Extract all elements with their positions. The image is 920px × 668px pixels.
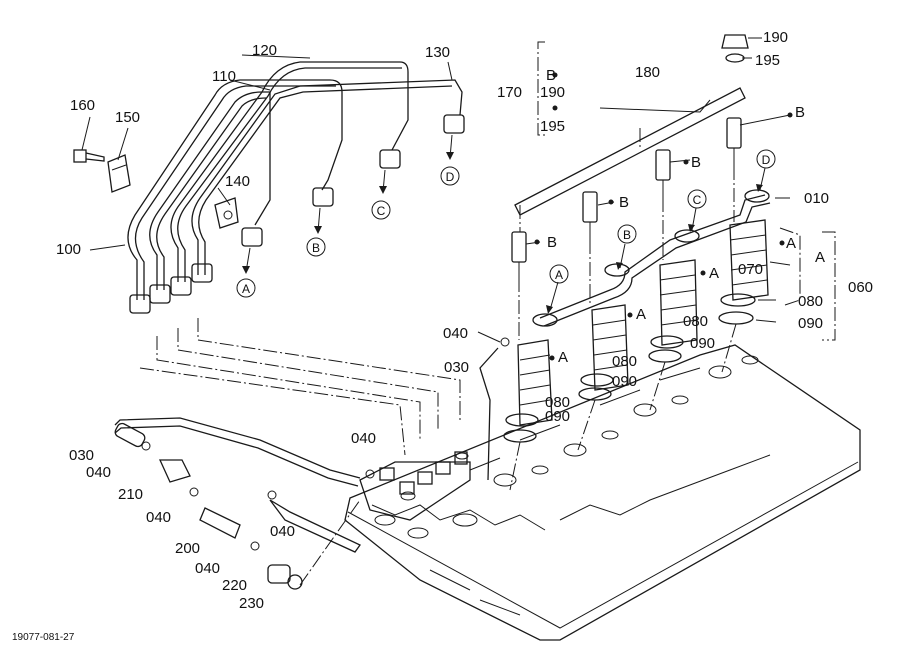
circled-ref-label-cirA1: A [242, 282, 250, 296]
callout-label-c190a: 190 [540, 84, 565, 101]
callout-label-c110: 110 [212, 68, 236, 85]
text-layer: 160 150 120 110 130 140 100 170 190 195 180 190 195 0… [12, 29, 873, 643]
circled-ref-label-cirB2: B [623, 228, 631, 242]
letter-label-lB3: B [691, 154, 701, 171]
callout-label-c080b: 080 [683, 313, 708, 330]
letter-label-lA5: A [815, 249, 825, 266]
callout-label-c040b: 040 [351, 430, 376, 447]
letter-label-lB2: B [619, 194, 629, 211]
group-brackets [537, 41, 836, 341]
glow-plugs [511, 117, 742, 278]
letter-label-lB1: B [547, 234, 557, 251]
callout-label-c090c: 090 [612, 373, 637, 390]
leader-lines [81, 37, 791, 343]
circled-ref-label-cirD1: D [446, 170, 455, 184]
circled-ref-label-cirD2: D [762, 153, 771, 167]
callout-label-c040a: 040 [443, 325, 468, 342]
letter-label-lB4: B [795, 104, 805, 121]
injection-pipes [127, 61, 465, 314]
callout-label-c100: 100 [56, 241, 81, 258]
glow-plug-lead [514, 87, 746, 216]
callout-label-c080a: 080 [798, 293, 823, 310]
circled-ref-label-cirB1: B [312, 241, 320, 255]
lead-washer [725, 53, 745, 63]
injection-pump-outlets [359, 451, 471, 521]
pipe-nut [129, 114, 465, 314]
callout-label-c090a: 090 [798, 315, 823, 332]
callout-label-c030a: 030 [444, 359, 469, 376]
callout-label-c060: 060 [848, 279, 873, 296]
callout-label-c070: 070 [738, 261, 763, 278]
cylinder-head-drawing [344, 344, 861, 641]
callout-label-c080d: 080 [545, 394, 570, 411]
overflow-pipe [532, 189, 771, 327]
callout-label-c150: 150 [115, 109, 140, 126]
circled-ref-label-cirA2: A [555, 268, 563, 282]
callout-label-c040f: 040 [195, 560, 220, 577]
letter-label-lB5: B [546, 67, 556, 84]
callout-label-c130: 130 [425, 44, 450, 61]
letter-label-lA4: A [786, 235, 796, 252]
callout-label-c120: 120 [252, 42, 277, 59]
circled-ref-label-cirC1: C [377, 204, 386, 218]
callout-label-c170: 170 [497, 84, 522, 101]
callout-label-c040d: 040 [146, 509, 171, 526]
callout-label-c040c: 040 [86, 464, 111, 481]
callout-label-c180: 180 [635, 64, 660, 81]
circled-refs [236, 149, 776, 298]
clamp-bolt [73, 149, 105, 163]
fuel-hose-assembly [114, 337, 510, 590]
letter-label-lA1: A [558, 349, 568, 366]
return-hose [479, 347, 499, 481]
bullet-dots [534, 72, 793, 361]
flow-arrows [242, 114, 791, 314]
callout-label-c080c: 080 [612, 353, 637, 370]
reference-lines [139, 128, 737, 586]
figure-code: 19077-081-27 [12, 632, 75, 643]
callout-label-c200: 200 [175, 540, 200, 557]
callout-label-c210: 210 [118, 486, 143, 503]
callout-label-c195a: 195 [540, 118, 565, 135]
callout-label-c190b: 190 [763, 29, 788, 46]
clamp-bracket [107, 154, 131, 193]
letter-label-lA3: A [709, 265, 719, 282]
callout-label-c040e: 040 [270, 523, 295, 540]
circled-ref-label-cirC2: C [693, 193, 702, 207]
nozzle-holder [517, 219, 769, 426]
callout-label-c090b: 090 [690, 335, 715, 352]
callout-label-c160: 160 [70, 97, 95, 114]
callout-label-c140: 140 [225, 173, 250, 190]
lead-nut [721, 34, 749, 49]
pipe-clamp [214, 197, 239, 229]
letter-label-lA2: A [636, 306, 646, 323]
callout-label-c090d: 090 [545, 408, 570, 425]
callout-label-c030b: 030 [69, 447, 94, 464]
callout-label-c010: 010 [804, 190, 829, 207]
callout-label-c230: 230 [239, 595, 264, 612]
callout-label-c195b: 195 [755, 52, 780, 69]
callout-label-c220: 220 [222, 577, 247, 594]
